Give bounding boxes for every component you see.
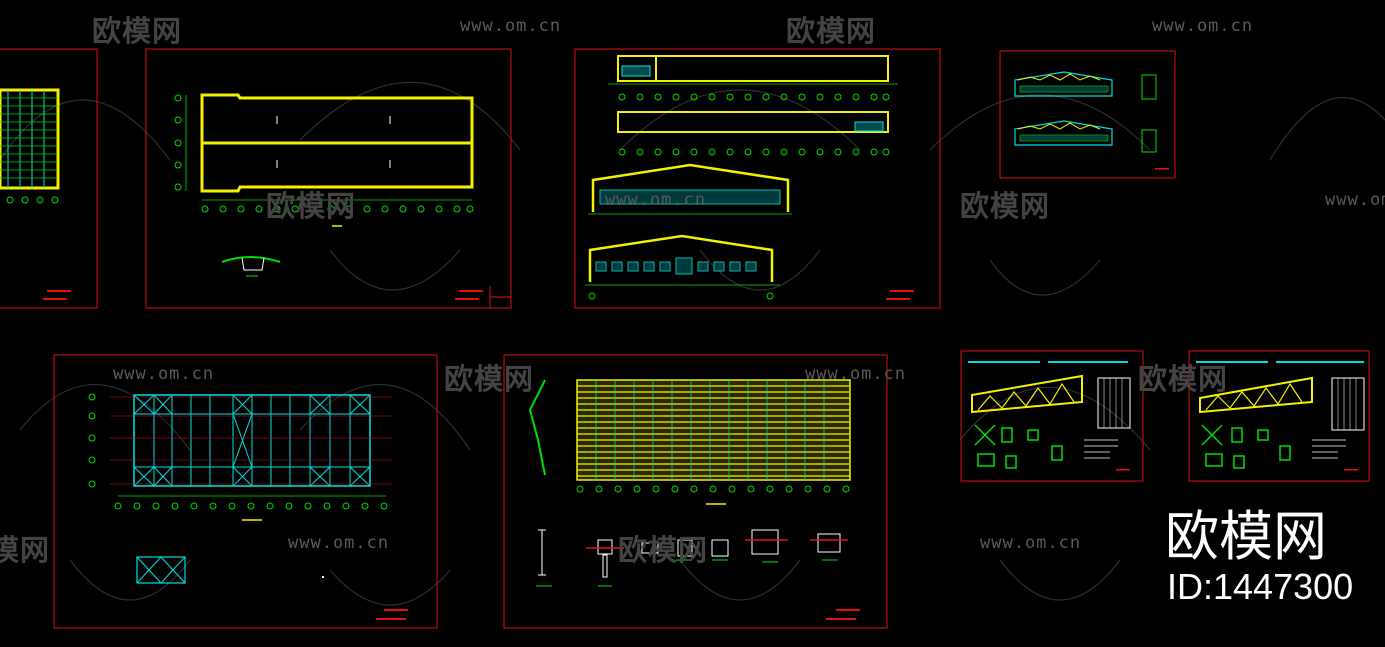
- watermark-logo: 欧模网: [444, 362, 535, 396]
- watermark-logo: 欧模网: [960, 189, 1051, 223]
- brand-logo-text: 欧模网: [1165, 505, 1327, 568]
- watermark-logo: 欧模网: [1138, 362, 1229, 396]
- watermark-logo: 欧模网: [92, 14, 183, 48]
- watermark-url: www.om.cn: [605, 190, 707, 210]
- sheet-foundation-plan: [145, 48, 512, 309]
- sheet-purlin-plan: [503, 354, 888, 629]
- watermark-url: www.om.cn: [805, 364, 907, 384]
- watermark-logo: 欧模网: [618, 533, 709, 567]
- sheet-truss-detail-1: [960, 350, 1144, 482]
- watermark-logo: 欧模网: [786, 14, 877, 48]
- watermark-url: www.om.cn: [113, 364, 215, 384]
- sheet-roof-plan-partial: [0, 48, 98, 309]
- watermark-url: www.om.cn: [980, 533, 1082, 553]
- model-id-label: ID:1447300: [1167, 566, 1354, 607]
- watermark-url: www.om.cn: [1152, 16, 1254, 36]
- watermark-url: www.om.cn: [288, 533, 390, 553]
- sheet-truss-detail-2: [1188, 350, 1370, 482]
- watermark-url: www.om.cn: [1325, 190, 1385, 210]
- watermark-url: www.om.cn: [460, 16, 562, 36]
- watermark-logo: 欧模网: [0, 533, 51, 567]
- watermark-logo: 欧模网: [266, 189, 357, 223]
- sheet-elevations-and-sections: [574, 48, 941, 309]
- sheet-bracing-plan: [53, 354, 438, 629]
- sheet-truss-elevations: [999, 50, 1176, 179]
